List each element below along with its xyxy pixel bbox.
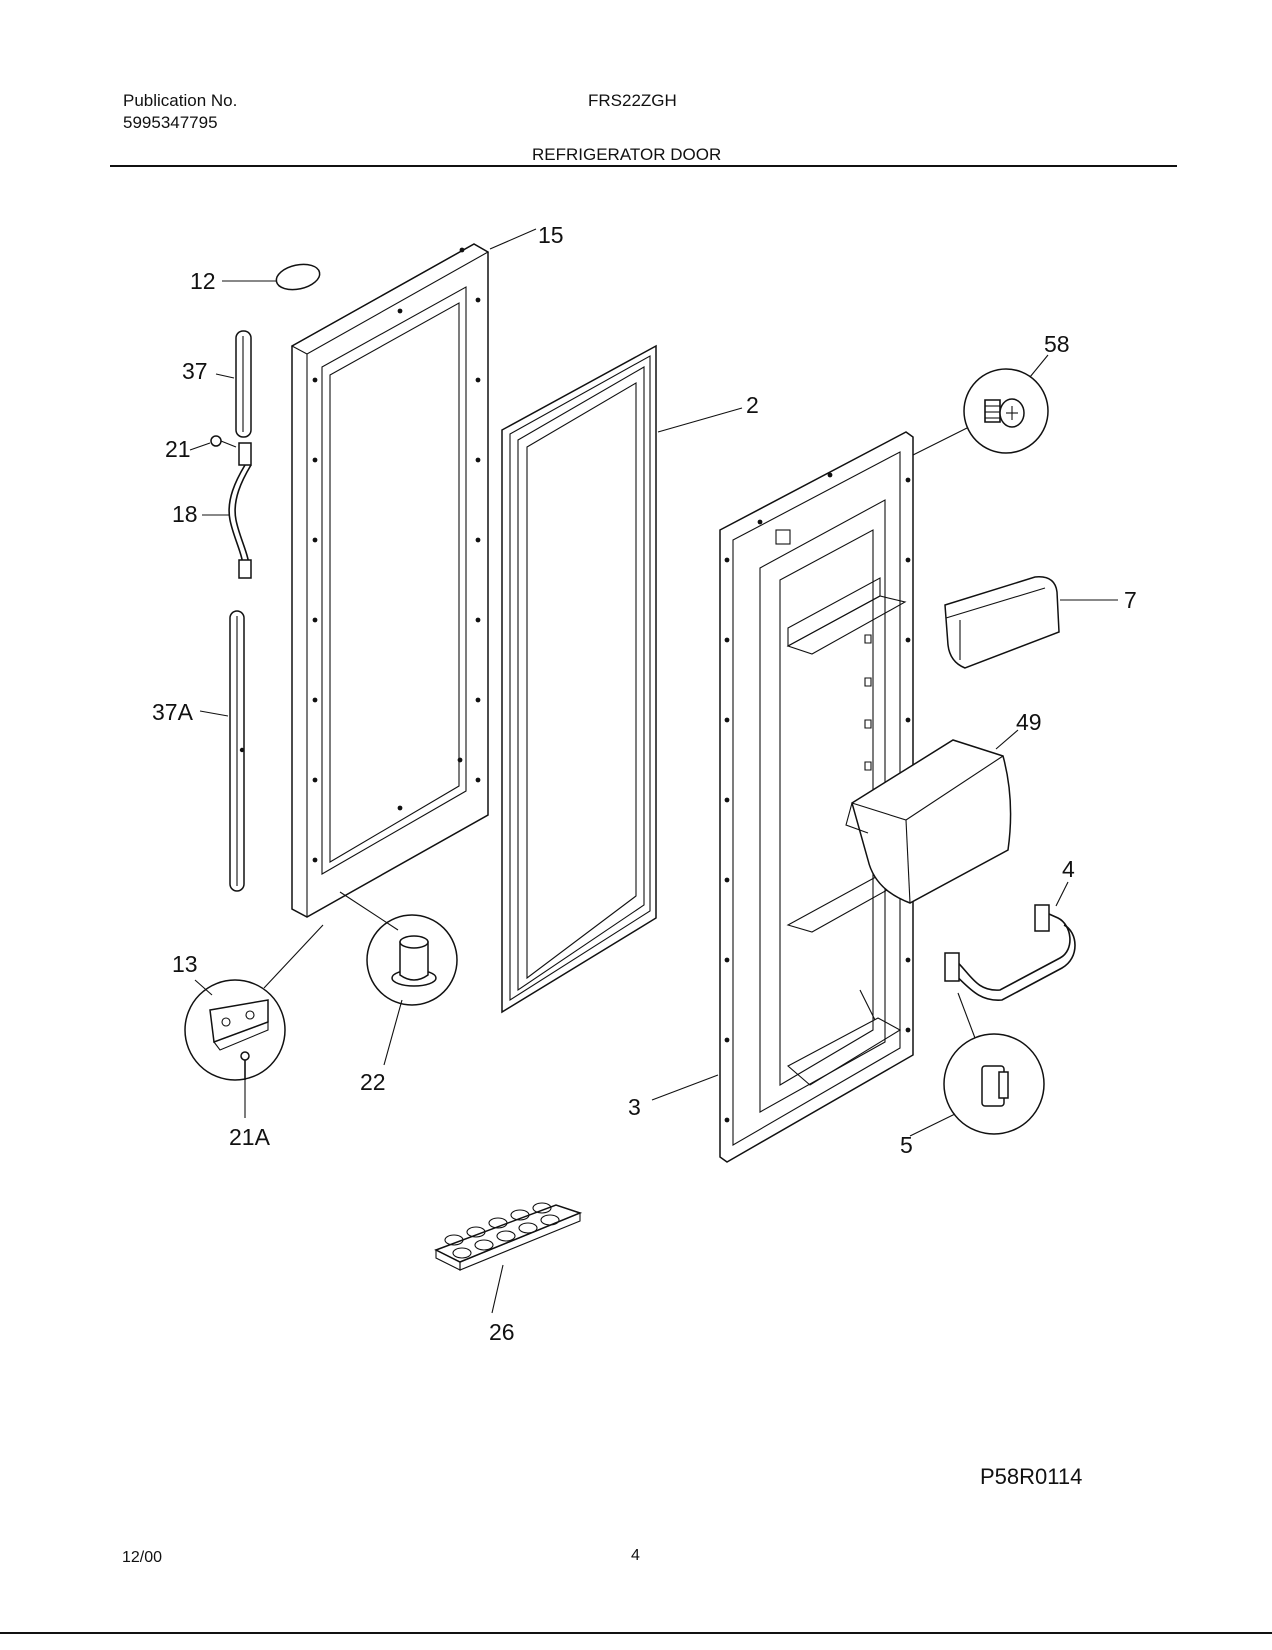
part-13-hinge-bracket[interactable]: [184, 979, 286, 1081]
leader-13-label: [194, 979, 213, 996]
callout-26: 26: [489, 1319, 515, 1345]
leader-5-to-rail: [957, 992, 976, 1039]
callout-2: 2: [746, 392, 759, 418]
callout-4: 4: [1062, 856, 1075, 882]
callout-49: 49: [1016, 709, 1042, 735]
figure-code: P58R0114: [980, 1464, 1083, 1489]
publication-number: 5995347795: [123, 113, 218, 132]
callout-13: 13: [172, 951, 198, 977]
leader-21: [189, 442, 211, 451]
part-18-handle[interactable]: [228, 442, 252, 579]
part-22-hinge-bushing[interactable]: [366, 914, 458, 1006]
callout-7: 7: [1124, 587, 1137, 613]
part-37-handle-trim-upper[interactable]: [235, 330, 252, 438]
part-21-screw[interactable]: [210, 435, 237, 448]
publication-date: 12/00: [122, 1549, 163, 1566]
part-26-egg-tray[interactable]: [434, 1202, 583, 1271]
leader-4: [1055, 881, 1069, 907]
callout-3: 3: [628, 1094, 641, 1120]
part-37a-handle-trim-lower[interactable]: [229, 610, 245, 892]
leader-58-to-liner: [912, 427, 968, 456]
callout-21a: 21A: [229, 1124, 271, 1150]
leader-5: [909, 1113, 956, 1137]
publication-label: Publication No.: [123, 91, 238, 110]
part-12-plug[interactable]: [274, 261, 322, 294]
part-58-screw[interactable]: [963, 368, 1049, 454]
page-number: 4: [631, 1547, 640, 1564]
callout-15: 15: [538, 222, 564, 248]
footer-rule: [0, 1632, 1272, 1634]
callout-37a: 37A: [152, 699, 194, 725]
callout-12: 12: [190, 268, 216, 294]
callout-37: 37: [182, 358, 208, 384]
leader-58: [1029, 354, 1049, 378]
leader-22-to-door: [339, 891, 399, 931]
leader-2: [657, 407, 743, 433]
leader-49: [995, 729, 1019, 750]
callout-58: 58: [1044, 331, 1070, 357]
part-49-door-bin[interactable]: [845, 739, 1012, 904]
part-7-dairy-door[interactable]: [944, 576, 1060, 669]
header-rule: [110, 165, 1177, 167]
leader-3: [651, 1074, 719, 1101]
part-15-door-frame[interactable]: [290, 243, 490, 918]
callout-22: 22: [360, 1069, 386, 1095]
callout-5: 5: [900, 1132, 913, 1158]
callout-18: 18: [172, 501, 198, 527]
leader-26: [491, 1264, 504, 1314]
leader-22: [383, 999, 403, 1066]
leader-37: [215, 373, 235, 379]
part-3-door-liner[interactable]: [719, 431, 914, 1163]
leader-37a: [199, 710, 229, 717]
part-4-door-rail[interactable]: [944, 904, 1076, 1001]
model-number: FRS22ZGH: [588, 91, 677, 110]
part-2-door-gasket[interactable]: [501, 344, 657, 1014]
leader-13: [263, 924, 324, 989]
leader-15: [489, 228, 537, 250]
part-5-rail-end-cap[interactable]: [943, 1033, 1045, 1135]
callout-21: 21: [165, 436, 191, 462]
section-title: REFRIGERATOR DOOR: [532, 145, 722, 164]
